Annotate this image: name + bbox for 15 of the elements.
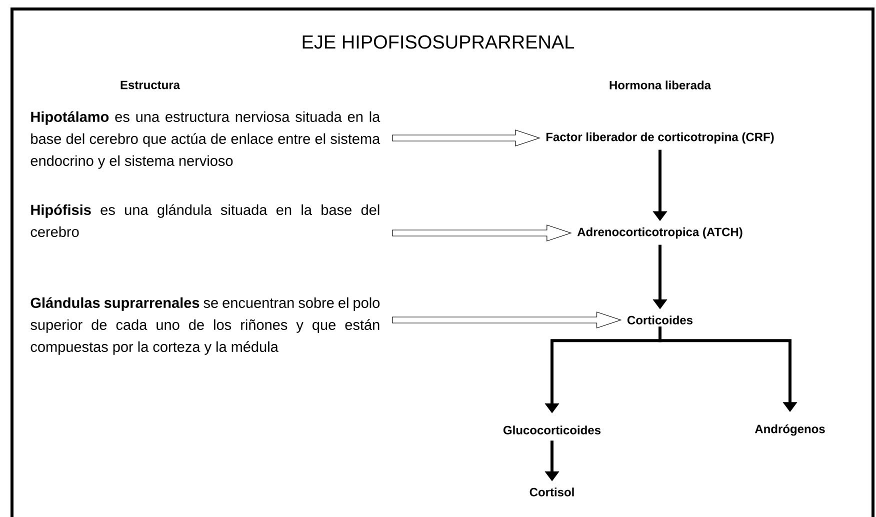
hormone-label: Factor liberador de corticotropina (CRF) [546, 132, 774, 144]
title: EJE HIPOFISOSUPRARRENAL [302, 35, 574, 49]
description-text: Glándulas suprarrenales se encuentran sobre el polo superior de cada uno de los riñones y que están compuestas por la corteza y la médula [30, 297, 380, 355]
hormone-label: Andrógenos [754, 424, 825, 436]
hormone-label: Cortisol [530, 488, 574, 496]
hollow-arrow [392, 130, 540, 146]
hormone-label: Adrenocorticotropica (ATCH) [577, 227, 742, 239]
hormone-label: Glucocorticoides [503, 426, 601, 434]
column-heading: Hormona liberada [610, 80, 712, 90]
hormone-label: Corticoides [627, 316, 692, 324]
description-text: Hipófisis es una glándula situada en la base del cerebro [30, 204, 380, 238]
column-heading: Estructura [120, 80, 180, 90]
description-text: Hipotálamo es una estructura nerviosa situada en la base del cerebro que actúa de enlace entre el sistema endocrino y el sistema nervioso [30, 111, 380, 169]
hollow-arrow [392, 224, 572, 242]
hollow-arrow [392, 312, 622, 328]
